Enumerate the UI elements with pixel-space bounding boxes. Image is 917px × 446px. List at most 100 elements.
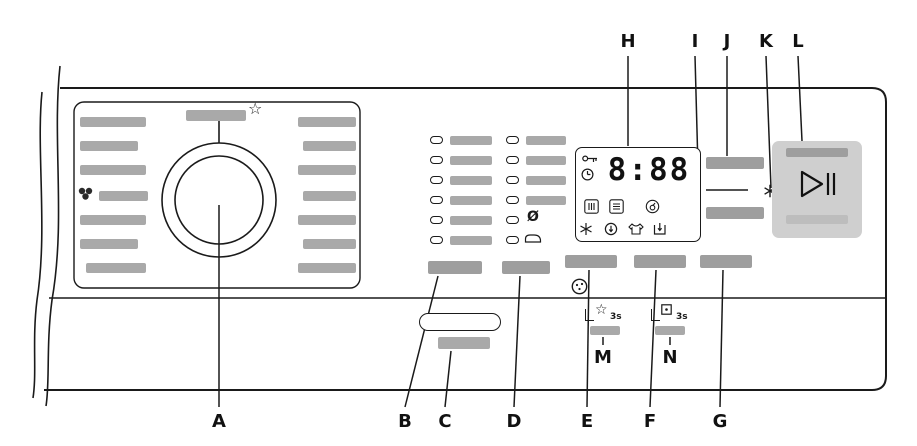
display-digits: 8:88 — [607, 152, 691, 188]
program-label-bar — [80, 117, 146, 127]
callout-line-k — [765, 55, 772, 189]
option-led — [430, 156, 443, 164]
function-button-e — [565, 255, 617, 268]
callout-line-b — [404, 275, 439, 408]
start-pause-panel — [772, 141, 862, 238]
program-label-bar — [298, 117, 356, 127]
option-label-bar — [450, 176, 492, 185]
option-led — [430, 196, 443, 204]
function-button-b — [428, 261, 482, 274]
callout-line-d — [513, 275, 521, 408]
favorite-shortcut-star-icon: ☆ — [595, 302, 608, 318]
hold-duration-m: 3s — [610, 312, 622, 322]
program-label-bar — [298, 215, 356, 225]
program-label-bar — [80, 165, 146, 175]
callout-letter-d: D — [506, 411, 522, 432]
program-label-bar — [303, 141, 356, 151]
spin-speed-icon — [645, 199, 660, 214]
option-led — [430, 136, 443, 144]
program-label-bar — [303, 239, 356, 249]
torn-edge-wave-inner — [32, 91, 43, 399]
option-led — [506, 136, 519, 144]
program-area-outline — [73, 101, 361, 289]
torn-edge-wave-outer — [45, 65, 61, 407]
program-label-bar — [86, 263, 146, 273]
program-label-bar — [99, 191, 148, 201]
callout-letter-f: F — [643, 411, 657, 432]
function-button-d — [502, 261, 550, 274]
callout-letter-l: L — [792, 31, 804, 52]
callout-letter-e: E — [580, 411, 594, 432]
option-led — [430, 176, 443, 184]
easy-iron-icon — [524, 234, 542, 243]
panel-outline — [44, 87, 887, 391]
aux-button-j — [706, 157, 764, 169]
favorite-star-icon: ☆ — [248, 99, 263, 118]
child-lock-icon — [661, 304, 672, 315]
hold-indicator-bar-m — [590, 326, 620, 335]
callout-letter-g: G — [712, 411, 728, 432]
prewash-segment-icon — [584, 199, 599, 214]
hold-bracket-n — [651, 309, 660, 321]
final-spin-phase-icon — [653, 223, 666, 235]
program-label-bar — [298, 165, 356, 175]
function-button-g — [700, 255, 752, 268]
callout-letter-c: C — [438, 411, 452, 432]
hold-bracket-m — [585, 309, 594, 321]
drum-clean-icon — [571, 278, 588, 295]
program-label-bar — [298, 263, 356, 273]
option-led — [430, 236, 443, 244]
play-pause-icon — [800, 170, 836, 198]
hold-duration-n: 3s — [676, 312, 688, 322]
callout-letter-b: B — [398, 411, 412, 432]
start-panel-label-bar-top — [786, 148, 848, 157]
callout-line-l — [797, 55, 803, 142]
callout-letter-a: A — [212, 411, 226, 432]
option-led — [506, 216, 519, 224]
option-led — [506, 156, 519, 164]
option-led — [506, 176, 519, 184]
callout-letter-k: K — [759, 31, 773, 52]
display-panel: 8:88 — [575, 147, 701, 242]
callout-line-f — [649, 269, 657, 408]
callout-letter-n: N — [662, 347, 678, 368]
option-label-bar — [526, 156, 566, 165]
key-lock-icon — [582, 155, 597, 162]
callout-letter-m: M — [594, 347, 612, 368]
callout-line-e — [586, 269, 590, 408]
program-label-bar-top — [186, 110, 246, 121]
dispenser-handle-outline — [419, 313, 501, 331]
option-label-bar — [450, 156, 492, 165]
option-led — [506, 236, 519, 244]
program-label-bar — [303, 191, 356, 201]
option-label-bar — [526, 176, 566, 185]
option-led — [506, 196, 519, 204]
option-label-bar — [450, 236, 492, 245]
callout-line-c — [444, 350, 452, 408]
option-label-bar — [450, 196, 492, 205]
callout-letter-h: H — [620, 31, 636, 52]
option-led — [430, 216, 443, 224]
dispenser-label-bar-c — [438, 337, 490, 349]
callout-line-g — [719, 269, 724, 408]
start-panel-label-bar-bottom — [786, 215, 848, 224]
callout-letter-i: I — [691, 31, 699, 52]
callout-letter-j: J — [723, 31, 731, 52]
program-label-bar — [80, 215, 146, 225]
hold-indicator-bar-n — [655, 326, 685, 335]
mainwash-segment-icon — [609, 199, 624, 214]
program-label-bar — [80, 141, 138, 151]
rinse-phase-icon — [604, 222, 618, 236]
option-label-bar — [526, 136, 566, 145]
function-button-f — [634, 255, 686, 268]
option-label-bar — [526, 196, 566, 205]
option-label-bar — [450, 136, 492, 145]
wool-program-icon — [78, 187, 93, 200]
program-label-bar — [80, 239, 138, 249]
aux-button-i — [706, 207, 764, 219]
shirt-phase-icon — [628, 223, 644, 235]
delay-clock-icon — [581, 168, 594, 181]
no-spin-icon: Ø — [527, 209, 539, 225]
